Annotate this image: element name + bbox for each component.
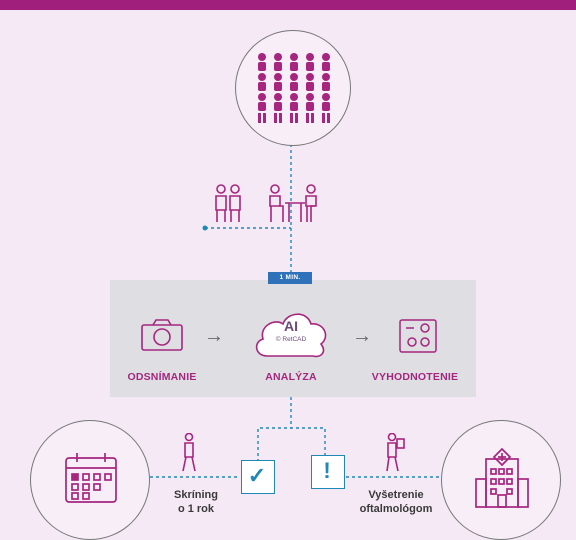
- hospital-circle: [441, 420, 561, 540]
- step-label-evaluation: VYHODNOTENIE: [371, 371, 459, 383]
- hospital-icon: [475, 447, 529, 508]
- caption-screening: Skríning o 1 rok: [156, 488, 236, 516]
- person-with-document-icon: [386, 433, 405, 472]
- duration-badge: 1 MIN.: [268, 272, 312, 284]
- step-label-capture: ODSNÍMANIE: [127, 371, 197, 383]
- caption-exam-line2: oftalmológom: [359, 503, 433, 515]
- crowd-icon: [258, 53, 330, 123]
- header-bar: [0, 0, 576, 10]
- ai-cloud-icon: [255, 313, 327, 358]
- caption-exam: Vyšetrenie oftalmológom: [344, 488, 448, 516]
- cloud-title: AI: [284, 318, 298, 334]
- calendar-circle: [30, 420, 150, 540]
- exclamation-mark: !: [323, 458, 331, 483]
- connector-split: [257, 427, 326, 462]
- patients-consultation-icon: [215, 184, 317, 222]
- walking-person-icon: [182, 433, 196, 472]
- cloud-subtitle: © RetCAD: [275, 336, 307, 343]
- caption-screening-line1: Skríning: [173, 489, 218, 501]
- checkmark-document-icon: ✓: [241, 460, 275, 494]
- results-panel-icon: [399, 319, 437, 353]
- caption-exam-line1: Vyšetrenie: [368, 489, 424, 501]
- exclamation-document-icon: !: [311, 455, 345, 489]
- check-mark: ✓: [247, 463, 267, 488]
- connector-dot: [202, 225, 208, 231]
- step-label-analysis: ANALÝZA: [265, 371, 317, 383]
- arrow-right-1: →: [204, 325, 224, 347]
- caption-screening-line2: o 1 rok: [177, 503, 215, 515]
- calendar-icon: [65, 453, 117, 503]
- camera-icon: [141, 319, 183, 351]
- arrow-right-2: →: [352, 325, 372, 347]
- crowd-circle: [235, 30, 351, 146]
